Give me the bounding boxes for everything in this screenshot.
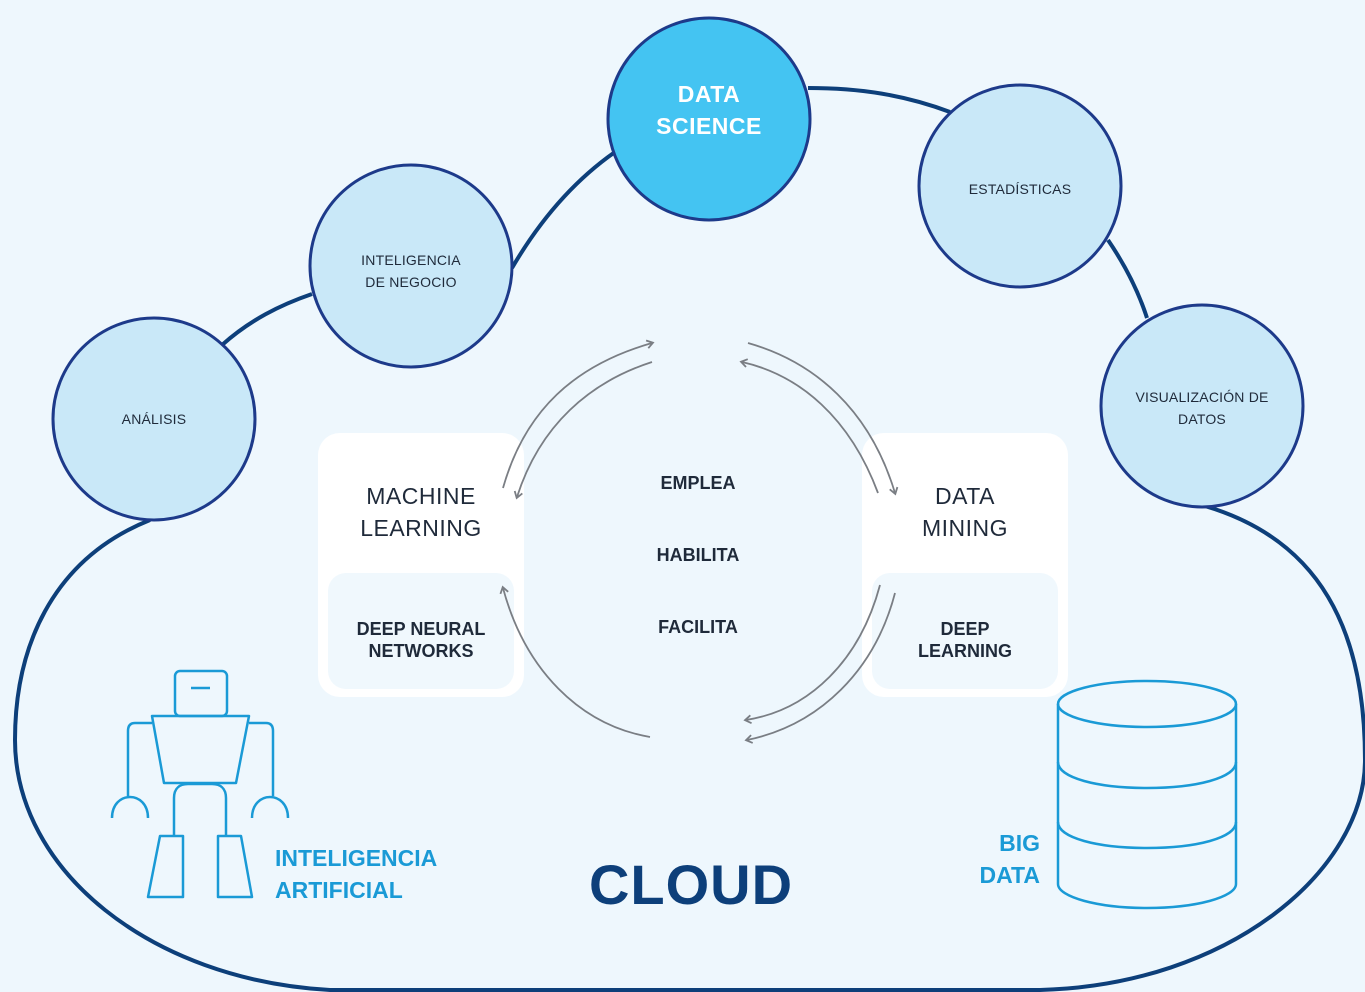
connector-negocio-science (510, 150, 617, 270)
card-title-machine-learning: MACHINE LEARNING (360, 483, 482, 541)
robot-icon (110, 669, 290, 899)
verb-emplea: EMPLEA (660, 473, 736, 493)
bubble-label-visualizacion: VISUALIZACIÓN DE DATOS (1135, 389, 1269, 427)
bubble-analisis (51, 316, 257, 522)
bubble-inteligencia-negocio (308, 163, 514, 369)
connector-estadisticas-visualizacion (1106, 238, 1149, 319)
card-sub-deep-learning: DEEP LEARNING (918, 619, 1012, 661)
arrow-bottom-to-dm (744, 592, 896, 744)
card-machine-learning-inner (328, 573, 514, 689)
arrow-ml-to-top (502, 339, 655, 489)
arrow-dm-to-top (739, 358, 879, 494)
bubble-estadisticas (917, 83, 1123, 289)
card-sub-deep-neural-networks: DEEP NEURAL NETWORKS (356, 619, 486, 661)
bubble-label-estadisticas: ESTADÍSTICAS (968, 181, 1072, 197)
card-title-data-mining: DATA MINING (921, 483, 1009, 541)
arrow-dm-to-bottom (743, 584, 881, 724)
arrow-top-to-ml (513, 361, 653, 500)
label-cloud: CLOUD (588, 853, 794, 916)
label-big-data: BIG DATA (979, 830, 1040, 888)
verb-facilita: FACILITA (658, 617, 738, 637)
connector-science-estadisticas (807, 86, 951, 114)
label-inteligencia-artificial: INTELIGENCIA ARTIFICIAL (275, 845, 438, 903)
arrow-bottom-to-ml (499, 585, 651, 738)
card-data-mining-inner (872, 573, 1058, 689)
database-icon (1056, 679, 1238, 910)
bubble-label-analisis: ANÁLISIS (121, 411, 187, 427)
arrow-top-to-dm (747, 342, 899, 496)
verb-habilita: HABILITA (656, 545, 740, 565)
connector-analisis-negocio (220, 292, 313, 347)
cloud-outline (12, 504, 1365, 992)
bubble-data-science (606, 16, 812, 222)
bubble-visualizacion (1099, 303, 1305, 509)
bubble-label-inteligencia-negocio: INTELIGENCIA DE NEGOCIO (361, 252, 461, 290)
bubble-label-data-science: DATA SCIENCE (656, 81, 762, 139)
